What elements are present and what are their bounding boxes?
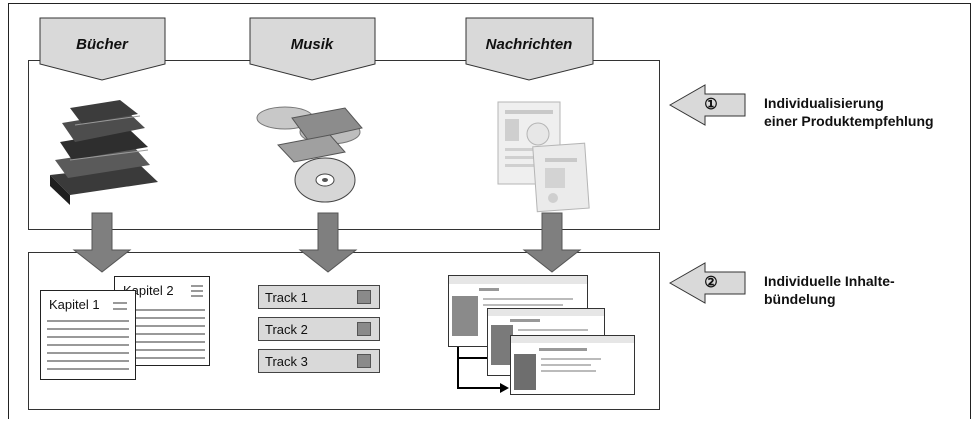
track-label: Track 1: [265, 290, 308, 305]
left-arrow-1: [668, 84, 746, 126]
track-item[interactable]: Track 1: [258, 285, 380, 309]
news-page-screenshot-1-content: [449, 276, 587, 336]
track-item[interactable]: Track 3: [258, 349, 380, 373]
chapter-page-1-lines: [47, 302, 129, 370]
step-text-1: Individualisierung einer Produktempfehlu…: [764, 94, 934, 130]
books-icon: [50, 100, 158, 205]
step-text-2-line2: bündelung: [764, 291, 836, 307]
step-text-2: Individuelle Inhalte- bündelung: [764, 272, 895, 308]
music-note-icon: [357, 354, 371, 368]
track-item[interactable]: Track 2: [258, 317, 380, 341]
category-pentagon-musik: [249, 17, 376, 81]
step-text-1-line1: Individualisierung: [764, 95, 884, 111]
diagram-frame: [8, 3, 971, 419]
down-arrow-3: [522, 212, 582, 273]
music-cds-icon: [256, 106, 363, 203]
track-label: Track 3: [265, 354, 308, 369]
step-number-2: ②: [704, 274, 718, 291]
chapter-page-1-title: Kapitel 1: [49, 297, 100, 312]
chapter-page-2-corner: [191, 285, 203, 297]
category-label-musik: Musik: [290, 36, 334, 53]
news-page-screenshot-3-content: [511, 336, 634, 390]
category-pentagon-nachrichten: [465, 17, 594, 81]
track-label: Track 2: [265, 322, 308, 337]
news-page-screenshot-2-content: [488, 309, 604, 365]
category-pentagon-buecher: [39, 17, 166, 81]
step-text-2-line1: Individuelle Inhalte-: [764, 273, 895, 289]
news-page-screenshot-3: [510, 335, 635, 395]
down-arrow-2: [298, 212, 358, 273]
music-note-icon: [357, 290, 371, 304]
step-number-1: ①: [704, 96, 718, 113]
left-arrow-2: [668, 262, 746, 304]
step-text-1-line2: einer Produktempfehlung: [764, 113, 934, 129]
chapter-page-1: Kapitel 1: [40, 290, 136, 380]
category-label-nachrichten: Nachrichten: [485, 36, 573, 53]
newspaper-icon: [497, 101, 590, 213]
down-arrow-1: [72, 212, 132, 273]
category-label-buecher: Bücher: [76, 36, 128, 53]
music-note-icon: [357, 322, 371, 336]
